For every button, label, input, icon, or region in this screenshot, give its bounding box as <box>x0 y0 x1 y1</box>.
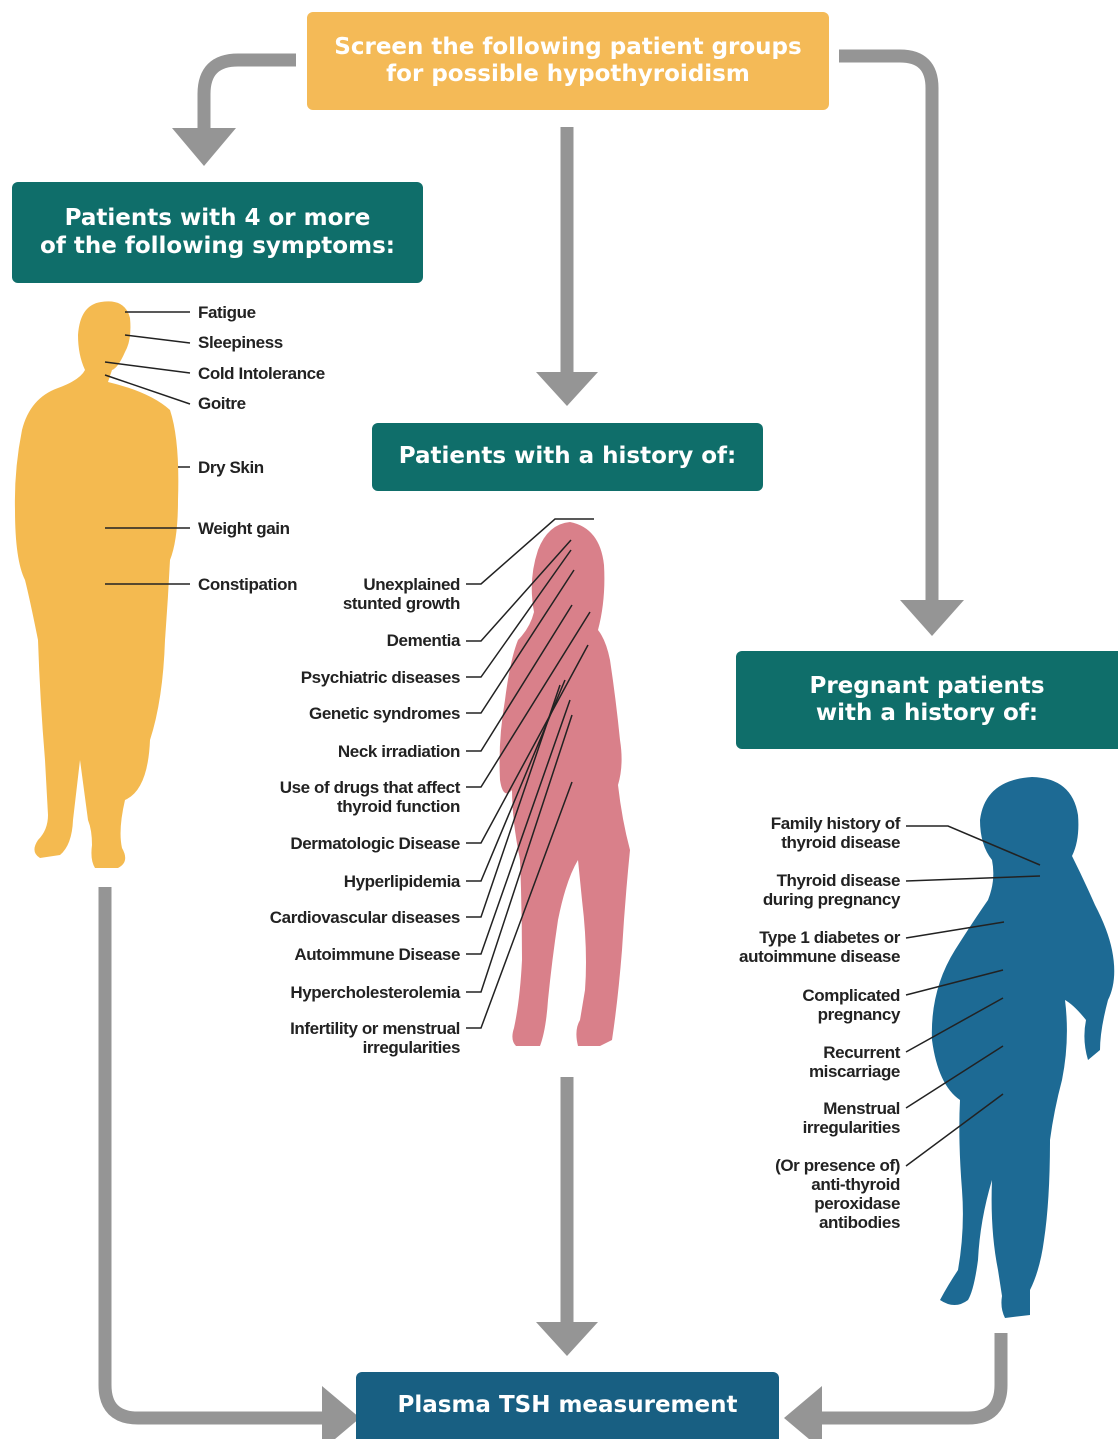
history-label: Hypercholesterolemia <box>290 983 460 1002</box>
history-label: Dermatologic Disease <box>290 834 460 853</box>
leader-infertility <box>466 781 573 1029</box>
symptom-label: Weight gain <box>198 519 290 538</box>
leader-type1-diabetes <box>905 921 1005 939</box>
history-leader-lines <box>466 518 594 1029</box>
arrowhead-symptoms <box>172 128 236 166</box>
history-label: Neck irradiation <box>337 742 460 761</box>
leader-goitre <box>104 374 191 405</box>
woman-silhouette <box>499 522 630 1046</box>
pregnancy-label: Recurrent miscarriage <box>808 1043 900 1081</box>
symptom-label: Constipation <box>198 575 298 594</box>
symptom-label: Sleepiness <box>198 333 283 352</box>
history-label: Infertility or menstrual irregularities <box>290 1019 460 1057</box>
leader-complicated <box>905 969 1004 996</box>
arrowhead-right-tsh <box>784 1386 822 1439</box>
pregnant-box-text: Pregnant patients with a history of: <box>809 672 1045 726</box>
tsh-box-text: Plasma TSH measurement <box>397 1391 738 1418</box>
leader-autoimmune <box>466 699 571 955</box>
leader-hyperlipidemia <box>466 679 566 882</box>
arrowhead-history <box>536 372 598 406</box>
pregnancy-label: Type 1 diabetes or autoimmune disease <box>739 928 900 966</box>
leader-psychiatric <box>466 549 572 678</box>
leader-family-history <box>906 825 1041 866</box>
history-label: Unexplained stunted growth <box>342 575 461 613</box>
leader-cardiovascular <box>466 684 561 918</box>
leader-antibodies <box>905 1093 1004 1167</box>
leader-thyroid-pregnancy <box>905 875 1041 882</box>
leader-menstrual <box>905 1045 1004 1109</box>
history-label: Psychiatric diseases <box>300 668 461 687</box>
tsh-box: Plasma TSH measurement <box>356 1372 779 1439</box>
pregnant-silhouette <box>931 777 1115 1318</box>
arrow-top-to-pregnant <box>839 49 939 602</box>
history-label: Use of drugs that affect thyroid functio… <box>279 778 461 816</box>
man-silhouette <box>14 301 179 868</box>
history-label: Autoimmune Disease <box>294 945 460 964</box>
leader-cold-intolerance <box>104 361 191 374</box>
pregnancy-leader-lines <box>905 825 1041 1167</box>
pregnancy-label: Family history of thyroid disease <box>770 814 901 852</box>
symptom-leader-lines <box>104 311 191 585</box>
leader-unexplained-growth <box>466 518 594 585</box>
leader-miscarriage <box>905 997 1004 1053</box>
screen-groups-text: Screen the following patient groups for … <box>334 33 802 87</box>
symptom-label: Goitre <box>198 394 246 413</box>
pregnancy-label: Menstrual irregularities <box>802 1099 901 1137</box>
pregnancy-label: (Or presence of) anti-thyroid peroxidase… <box>775 1156 900 1232</box>
pregnancy-label: Thyroid disease during pregnancy <box>762 871 901 909</box>
history-label: Cardiovascular diseases <box>269 908 461 927</box>
symptom-label: Dry Skin <box>198 458 264 477</box>
history-label: Hyperlipidemia <box>343 872 461 891</box>
symptom-label: Cold Intolerance <box>198 364 325 383</box>
symptoms-box: Patients with 4 or more of the following… <box>12 182 423 283</box>
arrowhead-left-tsh <box>322 1386 360 1439</box>
arrow-pregnant-to-tsh <box>814 1333 1008 1425</box>
arrow-man-to-tsh <box>98 887 330 1425</box>
leader-neck <box>466 604 573 752</box>
symptoms-box-text: Patients with 4 or more of the following… <box>40 205 395 259</box>
arrowhead-pregnant <box>900 600 964 636</box>
leader-genetic <box>466 569 575 714</box>
history-label: Dementia <box>386 631 461 650</box>
leader-hypercholesterolemia <box>466 714 573 993</box>
leader-sleepiness <box>124 334 191 344</box>
history-label: Genetic syndromes <box>309 704 460 723</box>
pregnancy-label: Complicated pregnancy <box>802 986 900 1024</box>
pregnant-box: Pregnant patients with a history of: <box>736 651 1118 749</box>
leader-dementia <box>466 539 572 642</box>
symptom-label: Fatigue <box>198 303 256 322</box>
arrowhead-center-tsh <box>536 1322 598 1356</box>
arrow-top-to-symptoms <box>197 53 296 128</box>
screen-groups-box: Screen the following patient groups for … <box>307 12 829 110</box>
history-box-text: Patients with a history of: <box>398 443 737 470</box>
leader-drugs <box>466 611 591 788</box>
history-box: Patients with a history of: <box>372 423 763 491</box>
